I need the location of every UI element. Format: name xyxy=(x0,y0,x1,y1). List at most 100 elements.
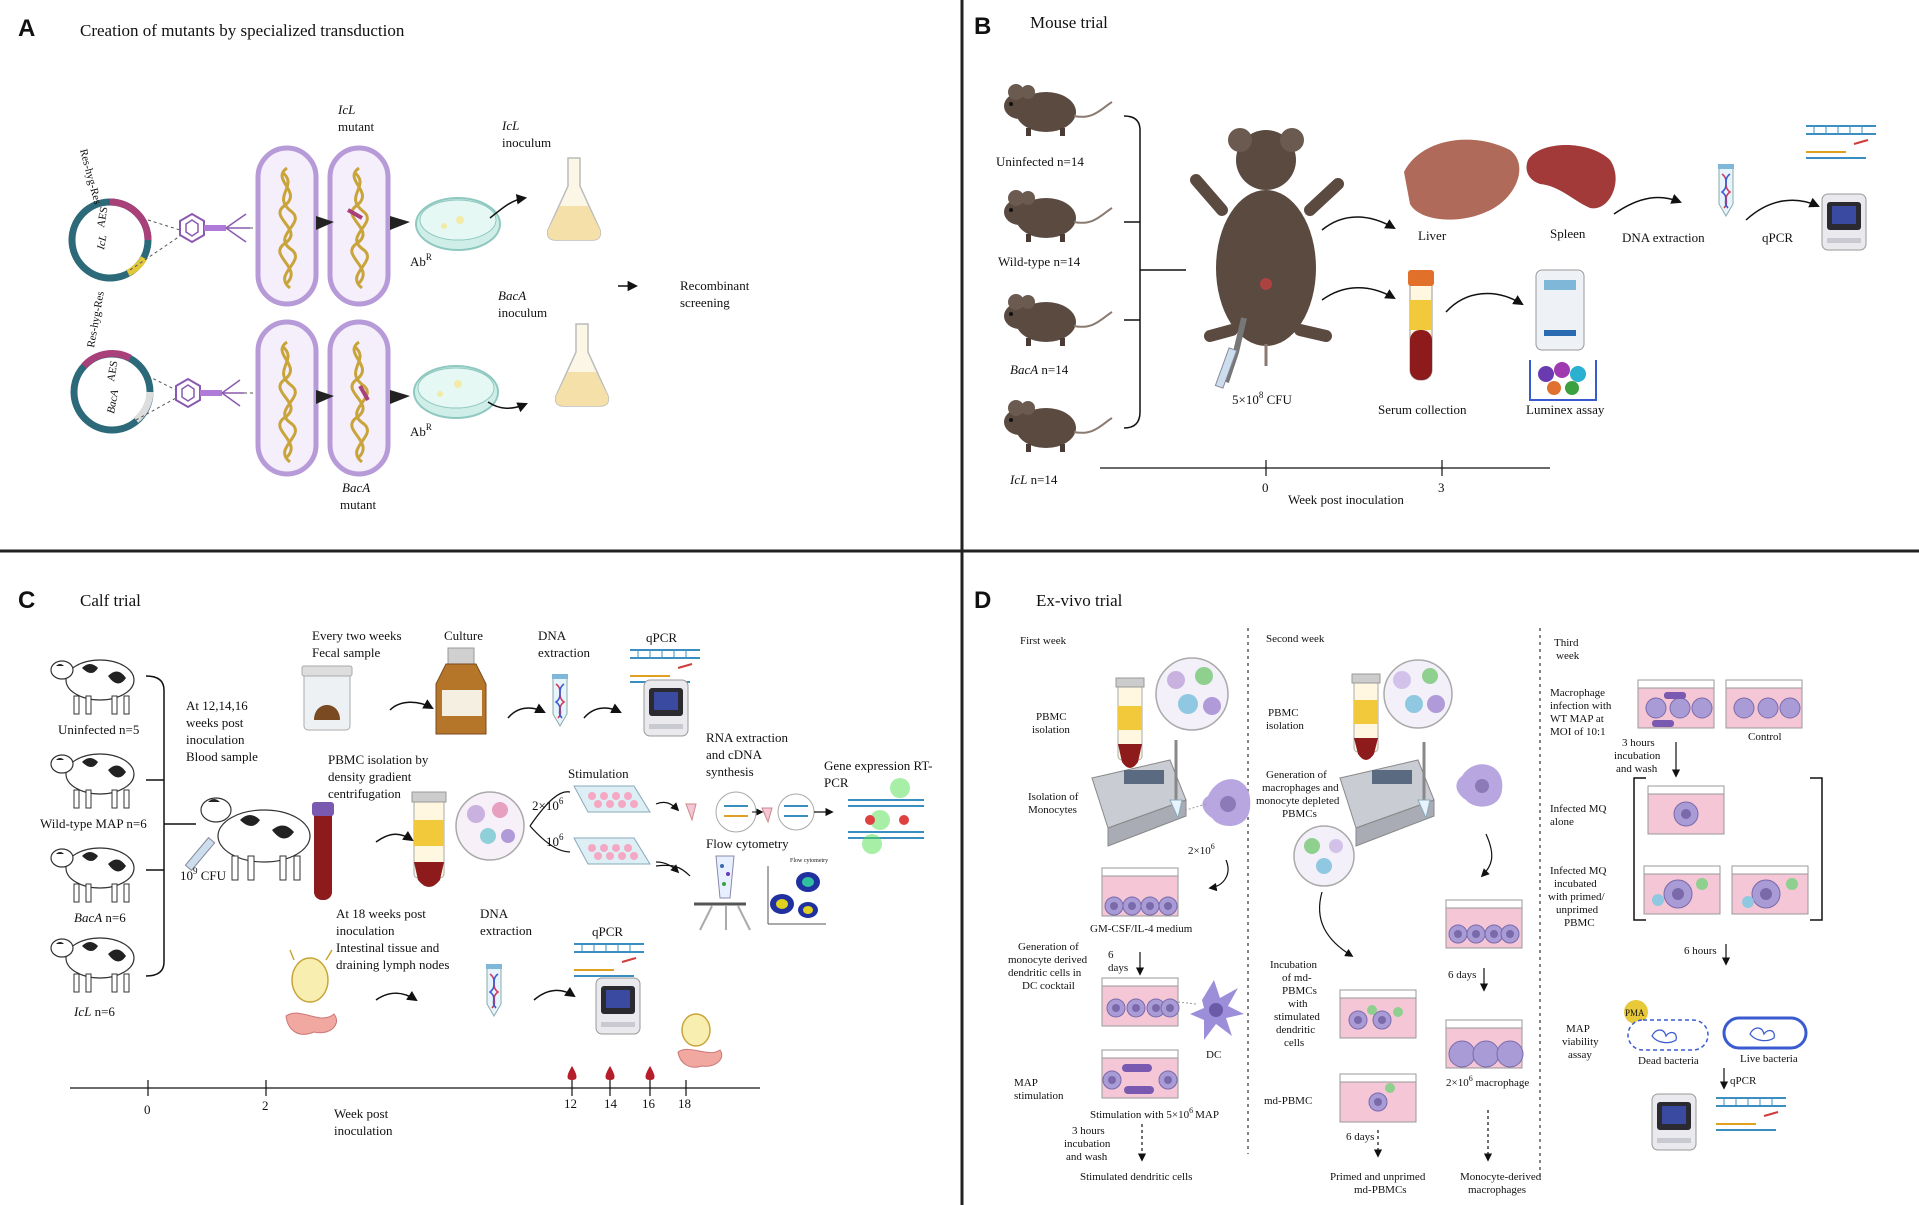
pbmc-magnify-c xyxy=(455,791,525,861)
third-week-1: Third xyxy=(1554,637,1579,649)
well-primed xyxy=(1643,865,1721,915)
qpcr-bottom-label: qPCR xyxy=(592,924,623,939)
cell-b1 xyxy=(255,319,319,477)
stimulation-label: Stimulation xyxy=(568,766,629,781)
dendritic-cell xyxy=(1190,980,1244,1040)
plasmid2-suffix: AES xyxy=(105,360,120,383)
well-infect xyxy=(1637,679,1715,729)
incub-2: of md- xyxy=(1282,972,1312,984)
cell-a1 xyxy=(255,145,319,307)
panel-c-title: Calf trial xyxy=(80,591,141,610)
recombinant-line1: Recombinant xyxy=(680,278,750,293)
petri-a2 xyxy=(413,365,499,419)
blood-drop-12 xyxy=(567,1066,577,1080)
third-week-2: week xyxy=(1556,650,1580,662)
pbmc-line-2: density gradient xyxy=(328,769,412,784)
mac-infect-4: MOI of 10:1 xyxy=(1550,726,1606,738)
pma-label: PMA xyxy=(1625,1008,1645,1018)
qpcr-machine-c2 xyxy=(595,977,641,1035)
cow-icl xyxy=(50,937,135,993)
falcon-tube-c xyxy=(411,791,447,887)
incub-5: stimulated xyxy=(1274,1011,1320,1023)
calf-group-icl: IcL n=6 xyxy=(73,1004,115,1019)
luminex-label: Luminex assay xyxy=(1526,402,1605,417)
dna-strip-c2 xyxy=(573,943,645,977)
intestine-lymph-2 xyxy=(677,1013,723,1068)
six-hours-label: 6 hours xyxy=(1684,945,1717,957)
panel-d-letter: D xyxy=(974,587,991,614)
viability-3: assay xyxy=(1568,1049,1592,1061)
spleen-icon xyxy=(1526,145,1616,209)
flow-plot-title: Flow cytometry xyxy=(790,858,828,864)
tick-c-0: 0 xyxy=(144,1102,151,1117)
well-mac xyxy=(1445,1019,1524,1069)
gene-line-2: PCR xyxy=(824,775,849,790)
flask-icl xyxy=(546,157,602,241)
live-bacteria xyxy=(1722,1016,1808,1050)
panel-b-title: Mouse trial xyxy=(1030,13,1108,32)
mdm-1: Monocyte-derived xyxy=(1460,1171,1542,1183)
tissue-line-3: Intestinal tissue and xyxy=(336,940,440,955)
fecal-line-1: Every two weeks xyxy=(312,628,402,643)
tick-c-16: 16 xyxy=(642,1096,656,1111)
map-stim-1: MAP xyxy=(1014,1077,1038,1089)
infected-alone-1: Infected MQ xyxy=(1550,803,1607,815)
fecal-jar xyxy=(301,665,353,731)
dna-tube-c1 xyxy=(551,673,569,727)
infected-alone-2: alone xyxy=(1550,816,1574,828)
blood-drop-16 xyxy=(645,1066,655,1080)
first-week-label: First week xyxy=(1020,635,1067,647)
well-mac-precursor xyxy=(1445,899,1523,949)
three-hours-2a: 3 hours xyxy=(1622,737,1655,749)
tick-c-14: 14 xyxy=(604,1096,618,1111)
incub-1: Incubation xyxy=(1270,959,1318,971)
well-stim xyxy=(1101,1049,1179,1099)
control-label: Control xyxy=(1748,731,1782,743)
plasmid-baca: Res-hyg-Res BacA AES xyxy=(70,290,154,434)
stimulated-dc-label: Stimulated dendritic cells xyxy=(1080,1171,1192,1183)
dc-label: DC xyxy=(1206,1049,1221,1061)
dna-tube-c2 xyxy=(485,963,503,1017)
dna-line-1: DNA xyxy=(538,628,567,643)
live-label: Live bacteria xyxy=(1740,1053,1798,1065)
rna-line-3: synthesis xyxy=(706,764,754,779)
culture-bottle xyxy=(435,647,487,735)
panel-b: B Mouse trial Uninfected n=14 Wild-type … xyxy=(974,13,1877,507)
baca-mutant-gene: BacA xyxy=(342,480,370,495)
axis-label-b: Week post inoculation xyxy=(1288,492,1404,507)
three-hours-2b: incubation xyxy=(1614,750,1661,762)
medium-label: GM-CSF/IL-4 medium xyxy=(1090,923,1193,935)
well-mdpbmc xyxy=(1339,1073,1417,1123)
luminex-machine xyxy=(1529,269,1597,401)
plasmid1-suffix: AES xyxy=(95,206,110,229)
tick-c-18: 18 xyxy=(678,1096,691,1111)
pbmc-iso-1: PBMC xyxy=(1036,711,1067,723)
plasmid2-cassette: Res-hyg-Res xyxy=(85,290,107,348)
dna2-line-2: extraction xyxy=(480,923,532,938)
well-medium xyxy=(1101,867,1179,917)
axis-c-line-2: inoculation xyxy=(334,1123,393,1138)
well-low-count: 106 xyxy=(546,832,564,849)
three-hours-1c: and wash xyxy=(1066,1151,1108,1163)
qpcr-machine-d xyxy=(1651,1093,1697,1151)
baca-inoculum-gene: BacA xyxy=(498,288,526,303)
tick-c-2: 2 xyxy=(262,1098,269,1113)
petri-a1 xyxy=(415,197,501,251)
six-days-1a: 6 xyxy=(1108,949,1114,961)
plasmid1-gene: IcL xyxy=(95,234,110,252)
axis-c-line-1: Week post xyxy=(334,1106,389,1121)
group-icl: IcL n=14 xyxy=(1009,472,1058,487)
infected-primed-3: with primed/ xyxy=(1548,891,1605,903)
three-hours-2c: and wash xyxy=(1616,763,1658,775)
calf-main xyxy=(184,797,311,881)
panel-b-letter: B xyxy=(974,13,991,40)
dna-tube-b xyxy=(1717,163,1735,217)
serum-label: Serum collection xyxy=(1378,402,1467,417)
pbmc-line-3: centrifugation xyxy=(328,786,401,801)
mac-infect-1: Macrophage xyxy=(1550,687,1605,699)
baca-mutant-word: mutant xyxy=(340,497,376,512)
cow-wildtype xyxy=(50,753,135,809)
well-incub xyxy=(1339,989,1417,1039)
three-hours-1a: 3 hours xyxy=(1072,1125,1105,1137)
flow-plot: Flow cytometry xyxy=(767,858,828,925)
